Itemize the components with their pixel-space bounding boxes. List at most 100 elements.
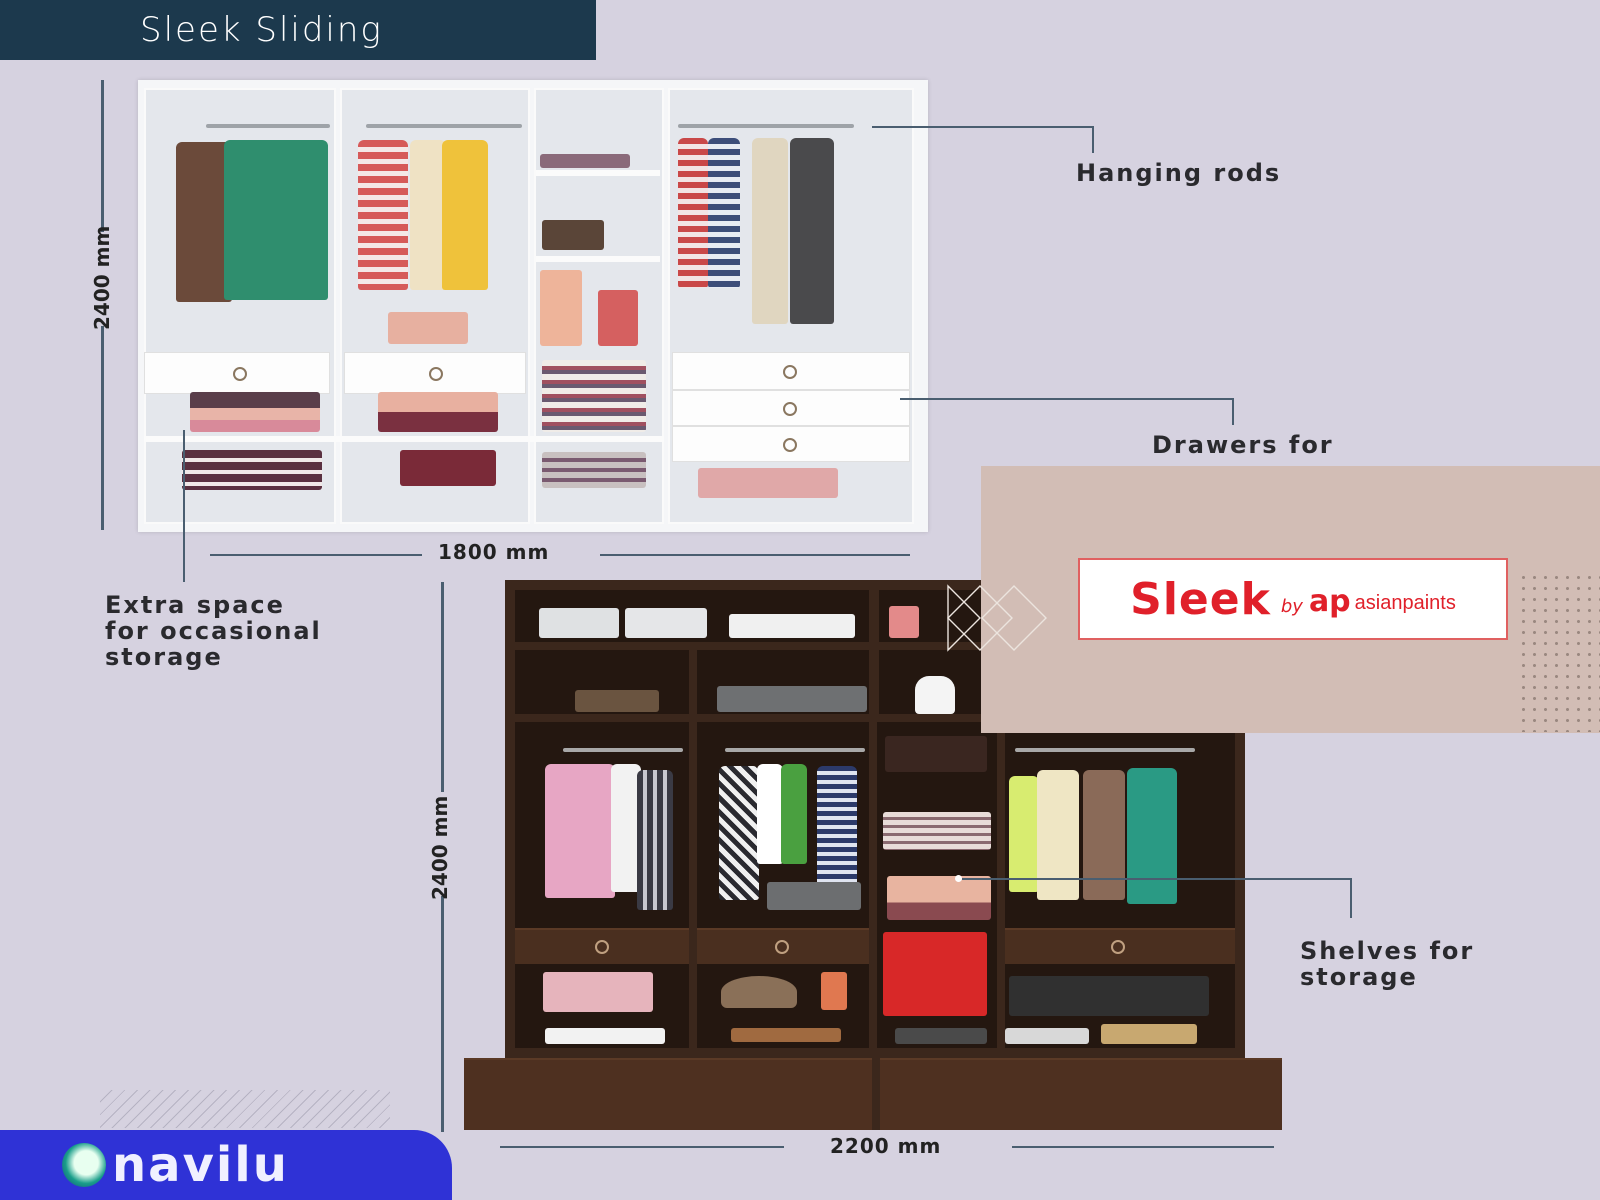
callout-leader-line: [872, 126, 1094, 128]
drawer: [697, 928, 869, 964]
box: [1101, 1024, 1197, 1044]
callout-drawers: Drawers for: [1152, 431, 1334, 459]
callout-extra-space: Extra space for occasional storage: [105, 591, 322, 671]
brand-parent: asianpaints: [1354, 591, 1456, 614]
drawer: [344, 352, 526, 394]
height-dimension-line-top: [101, 80, 104, 232]
title-banner: Sleek Sliding: [0, 0, 596, 60]
callout-leader-line: [900, 398, 1234, 400]
garment: [176, 142, 232, 302]
shelf: [536, 256, 660, 262]
brand-name: Sleek: [1130, 573, 1271, 625]
folded-clothes: [378, 392, 498, 432]
hanging-rod: [206, 124, 330, 128]
brand-by: by: [1280, 595, 1303, 617]
hanging-rod: [563, 748, 683, 752]
hanging-rod: [1015, 748, 1195, 752]
garment: [817, 766, 857, 900]
height-label-top: 2400 mm: [90, 225, 114, 330]
ap-logo-icon: ap: [1308, 583, 1351, 619]
garment: [719, 766, 759, 900]
box: [731, 1028, 841, 1042]
width-dimension-line-bottom: [500, 1146, 784, 1148]
garment: [781, 764, 807, 864]
folded-clothes: [543, 972, 653, 1012]
folded-clothes: [542, 360, 646, 432]
garment: [790, 138, 834, 324]
garment: [545, 764, 615, 898]
folded-clothes: [182, 450, 322, 490]
dot-grid-pattern: [1518, 572, 1600, 732]
garment: [752, 138, 788, 324]
drawer: [1005, 928, 1235, 964]
drawer: [672, 390, 910, 426]
bottom-drawer: [464, 1058, 872, 1130]
folded-clothes: [540, 154, 630, 168]
drawer: [515, 928, 689, 964]
bag: [598, 290, 638, 346]
width-dimension-line-top: [210, 554, 422, 556]
diamond-pattern-icon: [947, 584, 1047, 652]
basket: [575, 690, 659, 712]
garment: [757, 764, 783, 864]
storage-box: [885, 736, 987, 772]
garment: [678, 138, 708, 288]
hanging-rod: [725, 748, 865, 752]
brand-logo: Sleek by ap asianpaints: [1078, 558, 1508, 640]
box: [1005, 1028, 1089, 1044]
navilu-logo-text: navilu: [112, 1137, 289, 1193]
width-dimension-line-bottom: [1012, 1146, 1274, 1148]
storage-box: [625, 608, 707, 638]
folded-clothes: [388, 312, 468, 344]
hanging-rod: [678, 124, 854, 128]
bag: [821, 972, 847, 1010]
height-dimension-line-bottom: [441, 582, 444, 792]
jewelry-box: [883, 932, 987, 1016]
garment: [358, 140, 408, 290]
basket: [542, 220, 604, 250]
callout-leader-line: [1092, 126, 1094, 153]
shelf: [144, 436, 664, 442]
callout-leader-line: [962, 878, 1352, 880]
container: [915, 676, 955, 714]
garment: [1127, 768, 1177, 904]
dark-wardrobe-image: [505, 580, 1245, 1130]
shelf: [536, 170, 660, 176]
stripe-pattern: [100, 1090, 390, 1128]
bottom-drawer: [880, 1058, 1282, 1130]
height-dimension-line-bottom: [441, 896, 444, 1132]
folded-clothes: [190, 392, 320, 432]
pillow: [545, 1028, 665, 1044]
blanket: [698, 468, 838, 498]
hat: [721, 976, 797, 1008]
garment: [224, 140, 328, 300]
width-dimension-line-top: [600, 554, 910, 556]
folded-clothes: [542, 452, 646, 488]
folded-clothes: [883, 812, 991, 850]
storage-box: [539, 608, 619, 638]
callout-hanging-rods: Hanging rods: [1076, 159, 1282, 187]
callout-leader-line: [1350, 878, 1352, 918]
basket: [895, 1028, 987, 1044]
callout-leader-line: [1232, 398, 1234, 425]
storage-box: [1009, 976, 1209, 1016]
garment: [708, 138, 740, 288]
garment: [1083, 770, 1125, 900]
garment: [1037, 770, 1079, 900]
folded-clothes: [400, 450, 496, 486]
width-label-bottom: 2200 mm: [830, 1134, 942, 1158]
garment: [637, 770, 673, 910]
navilu-logo-badge: navilu: [0, 1130, 452, 1200]
storage-box: [767, 882, 861, 910]
storage-box: [729, 614, 855, 638]
height-label-bottom: 2400 mm: [428, 795, 452, 900]
garment: [442, 140, 488, 290]
drawer: [672, 352, 910, 390]
callout-shelves: Shelves for storage: [1300, 937, 1475, 991]
callout-leader-line: [183, 430, 185, 582]
width-label-top: 1800 mm: [438, 540, 550, 564]
height-dimension-line-top: [101, 326, 104, 530]
callout-dot: [955, 875, 962, 882]
folded-clothes: [887, 876, 991, 920]
bag: [540, 270, 582, 346]
